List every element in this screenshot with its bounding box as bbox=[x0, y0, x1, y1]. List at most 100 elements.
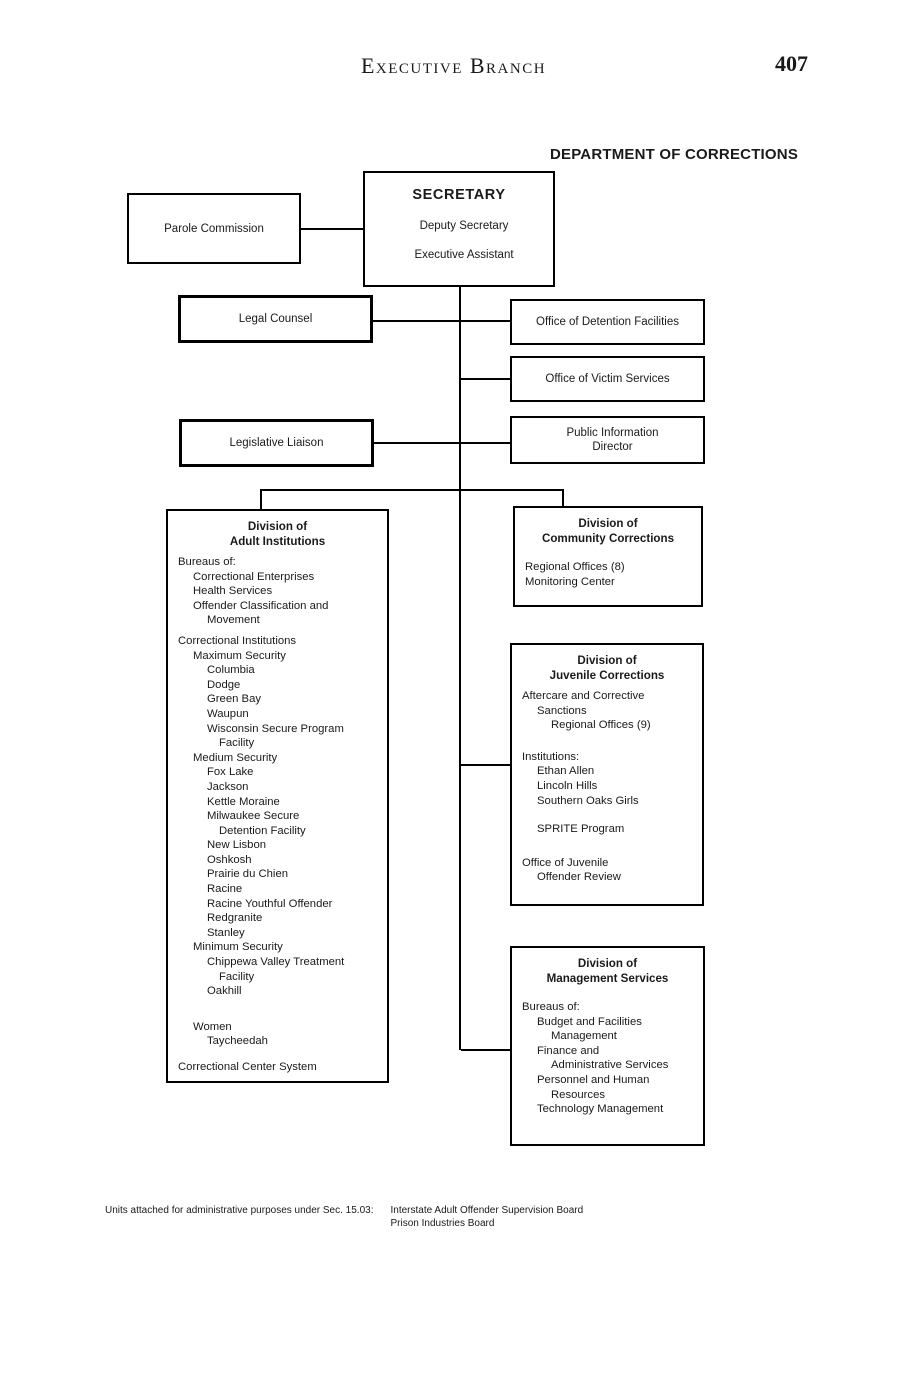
text-line: Budget and Facilities bbox=[537, 1015, 642, 1028]
division-adult-institutions-box: Division of Adult Institutions Bureaus of… bbox=[166, 509, 389, 1083]
text-line: Dodge bbox=[207, 678, 241, 691]
text-line: Correctional Enterprises bbox=[193, 570, 315, 583]
text-line: Facility bbox=[219, 970, 255, 983]
legal-counsel-label: Legal Counsel bbox=[238, 313, 313, 325]
connector-victim-stub bbox=[461, 378, 510, 380]
footnote-units: Interstate Adult Offender Supervision Bo… bbox=[380, 1205, 583, 1230]
office-detention-label: Office of Detention Facilities bbox=[536, 316, 679, 328]
text-line: Management bbox=[551, 1030, 617, 1043]
text-line: Facility bbox=[219, 737, 255, 750]
text-line: Bureaus of: bbox=[178, 556, 236, 568]
text-line: Administrative Services bbox=[551, 1059, 669, 1072]
text-line: Resources bbox=[551, 1088, 605, 1101]
text-line: Redgranite bbox=[207, 912, 263, 925]
text-line: Women bbox=[193, 1020, 232, 1033]
text-line: Wisconsin Secure Program bbox=[207, 722, 344, 735]
text-line: Director bbox=[592, 441, 633, 453]
text-line: Chippewa Valley Treatment bbox=[207, 956, 345, 969]
text-line: Fox Lake bbox=[207, 766, 254, 779]
text-line: Southern Oaks Girls bbox=[537, 794, 639, 807]
legislative-liaison-box: Legislative Liaison bbox=[179, 419, 374, 467]
text-line: Detention Facility bbox=[219, 824, 306, 837]
text-line: Executive Assistant bbox=[414, 249, 514, 261]
division-community-items: Regional Offices (8) Monitoring Center bbox=[515, 560, 701, 589]
secretary-title: SECRETARY bbox=[412, 187, 506, 203]
text-line: Oakhill bbox=[207, 985, 242, 998]
text-line: Minimum Security bbox=[193, 941, 283, 954]
text-line: Stanley bbox=[207, 926, 245, 939]
connector-branch-horizontal bbox=[260, 489, 564, 491]
footnote-label: Units attached for administrative purpos… bbox=[105, 1205, 374, 1216]
text-line: Personnel and Human bbox=[537, 1073, 650, 1086]
text-line: Correctional Institutions bbox=[178, 634, 297, 647]
text-line: Jackson bbox=[207, 780, 249, 793]
text-line: Regional Offices (9) bbox=[551, 719, 651, 732]
text-line: Technology Management bbox=[537, 1103, 664, 1116]
text-line: Green Bay bbox=[207, 693, 262, 706]
office-victim-box: Office of Victim Services bbox=[510, 356, 705, 402]
text-line: Waupun bbox=[207, 707, 249, 720]
text-line: Aftercare and Corrective bbox=[522, 690, 645, 702]
text-line: Sanctions bbox=[537, 704, 587, 717]
text-line: Public Information bbox=[566, 427, 659, 439]
text-line: Racine Youthful Offender bbox=[207, 897, 333, 910]
division-adult-heading: Division of Adult Institutions bbox=[168, 519, 387, 549]
chart-title: DEPARTMENT OF CORRECTIONS bbox=[549, 146, 799, 163]
text-line: Racine bbox=[207, 883, 243, 896]
text-line: Office of Juvenile bbox=[522, 856, 609, 869]
text-line: Adult Institutions bbox=[229, 535, 326, 548]
text-line: Ethan Allen bbox=[537, 765, 595, 778]
office-victim-label: Office of Victim Services bbox=[545, 373, 670, 385]
footnote: Units attached for administrative purpos… bbox=[105, 1205, 583, 1230]
page-header-title: Executive Branch bbox=[360, 53, 547, 78]
text-line: Oshkosh bbox=[207, 853, 252, 866]
division-juvenile-heading: Division of Juvenile Corrections bbox=[512, 653, 702, 683]
text-line: Deputy Secretary bbox=[419, 220, 509, 232]
text-line: Taycheedah bbox=[207, 1035, 268, 1048]
text-line: Interstate Adult Offender Supervision Bo… bbox=[390, 1205, 584, 1216]
connector-management-stub bbox=[461, 1049, 510, 1051]
parole-commission-box: Parole Commission bbox=[127, 193, 301, 264]
parole-commission-label: Parole Commission bbox=[164, 222, 264, 235]
division-management-services-box: Division of Management Services Bureaus o… bbox=[510, 946, 705, 1146]
page-number: 407 bbox=[775, 51, 808, 76]
connector-legislative-pubinfo bbox=[374, 442, 510, 444]
text-line: Kettle Moraine bbox=[207, 795, 280, 808]
division-management-heading: Division of Management Services bbox=[512, 956, 703, 986]
connector-legal-detention bbox=[373, 320, 510, 322]
connector-branch-drop-right bbox=[562, 489, 564, 506]
legal-counsel-box: Legal Counsel bbox=[178, 295, 373, 343]
text-line: Lincoln Hills bbox=[537, 779, 598, 792]
text-line: Management Services bbox=[546, 972, 669, 985]
office-detention-box: Office of Detention Facilities bbox=[510, 299, 705, 345]
text-line: Movement bbox=[207, 614, 260, 627]
division-juvenile-corrections-box: Division of Juvenile Corrections Aftercar… bbox=[510, 643, 704, 906]
text-line: Juvenile Corrections bbox=[549, 669, 665, 682]
connector-juvenile-stub bbox=[461, 764, 510, 766]
text-line: Medium Security bbox=[193, 751, 278, 764]
text-line: Division of bbox=[247, 520, 308, 533]
connector-branch-drop-left bbox=[260, 489, 262, 509]
text-line: Bureaus of: bbox=[522, 1001, 580, 1013]
text-line: Finance and bbox=[537, 1044, 600, 1057]
text-line: Offender Classification and bbox=[193, 599, 329, 612]
text-line: Offender Review bbox=[537, 871, 621, 884]
text-line: Maximum Security bbox=[193, 649, 286, 662]
legislative-liaison-label: Legislative Liaison bbox=[229, 437, 324, 449]
text-line: Milwaukee Secure bbox=[207, 810, 300, 823]
text-line: Division of bbox=[577, 957, 638, 970]
text-line: Regional Offices (8) bbox=[525, 561, 625, 573]
text-line: Institutions: bbox=[522, 750, 580, 763]
text-line: New Lisbon bbox=[207, 839, 267, 852]
text-line: Division of bbox=[577, 654, 637, 667]
connector-parole-secretary bbox=[301, 228, 363, 230]
text-line: Monitoring Center bbox=[525, 575, 615, 588]
